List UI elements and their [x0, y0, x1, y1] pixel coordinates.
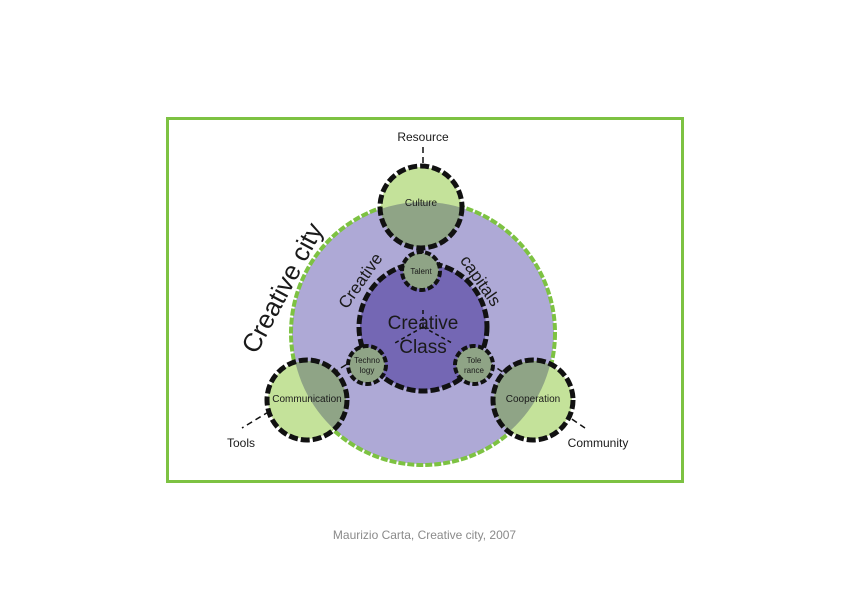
- culture-label: Culture: [405, 198, 438, 209]
- cooperation-label: Cooperation: [506, 394, 560, 405]
- core-label-line2: Class: [399, 337, 447, 358]
- technology-node: [346, 344, 388, 386]
- communication-node: [264, 357, 350, 443]
- community-label: Community: [568, 436, 629, 450]
- figure-caption: Maurizio Carta, Creative city, 2007: [332, 528, 517, 542]
- cooperation-node: [490, 357, 576, 443]
- technology-label-line1: Techno: [354, 356, 380, 365]
- talent-label: Talent: [410, 267, 432, 276]
- core-label-line1: Creative: [388, 313, 459, 334]
- technology-label-line2: logy: [360, 366, 375, 375]
- diagram-frame: [166, 117, 684, 483]
- communication-label: Communication: [272, 394, 341, 405]
- tolerance-label-line2: rance: [464, 366, 485, 375]
- tools-label: Tools: [227, 436, 255, 450]
- tolerance-label-line1: Tole: [467, 356, 482, 365]
- resource-label: Resource: [397, 130, 449, 144]
- culture-node: [377, 163, 465, 251]
- tolerance-node: [453, 344, 495, 386]
- talent-node: [400, 250, 442, 292]
